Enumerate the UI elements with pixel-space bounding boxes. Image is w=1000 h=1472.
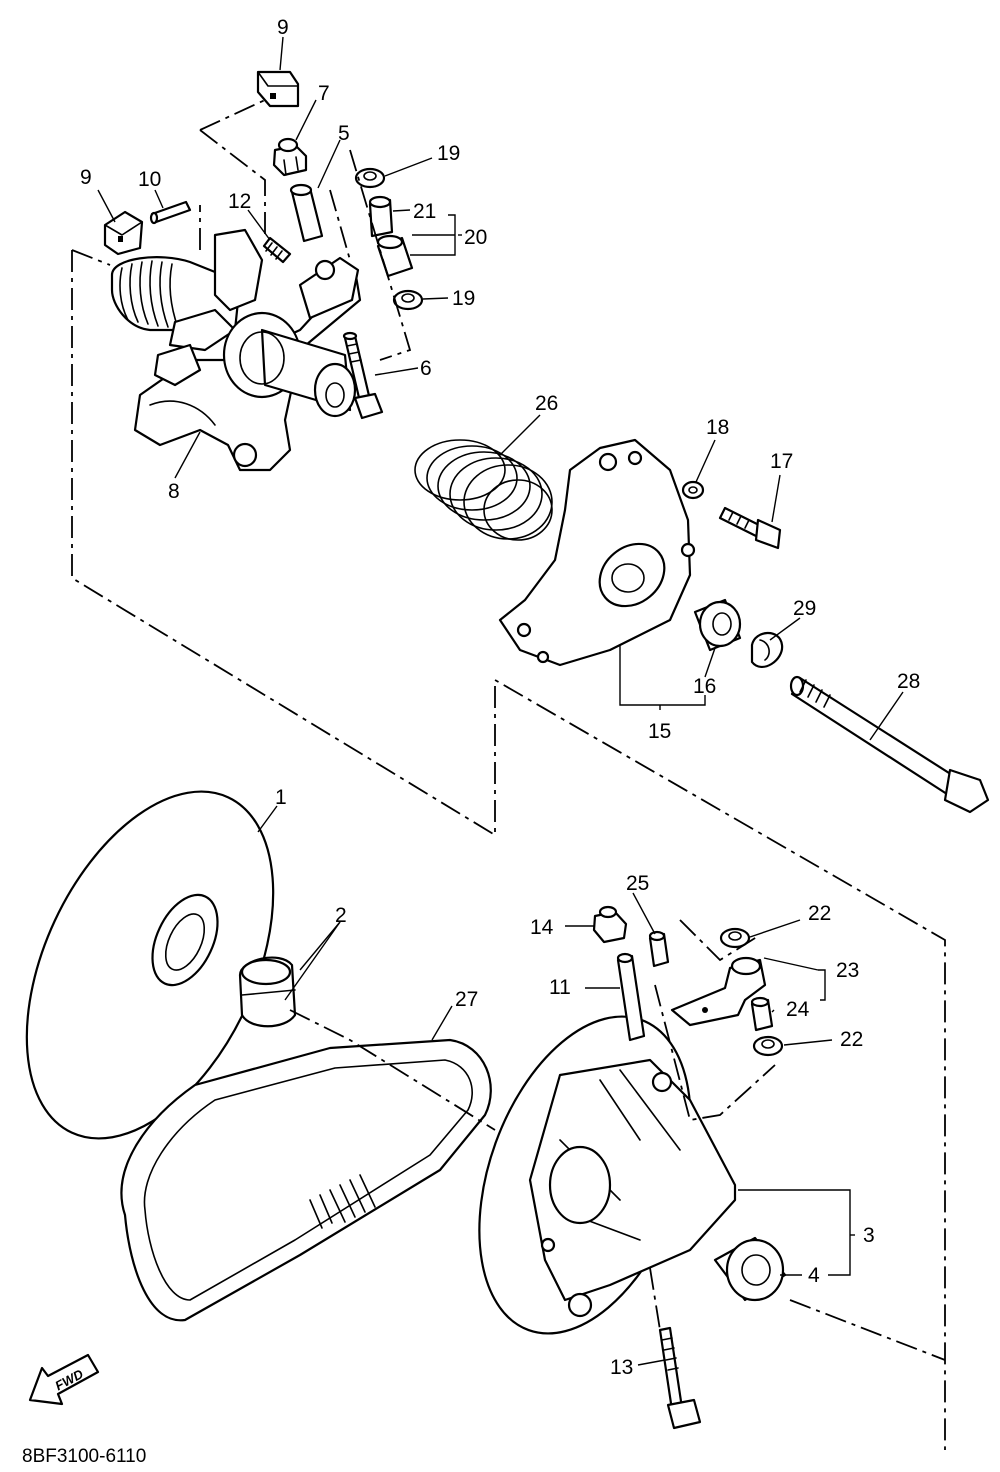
callout-3: 3 xyxy=(863,1224,875,1247)
callout-25: 25 xyxy=(626,872,649,895)
callout-1: 1 xyxy=(275,786,287,809)
part-25-pin xyxy=(648,930,670,968)
callout-6: 6 xyxy=(420,357,432,380)
part-17-bolt xyxy=(718,506,782,550)
callout-9-top: 9 xyxy=(277,16,289,39)
drawing-code: 8BF3100-6110 xyxy=(22,1446,146,1467)
part-13-bolt xyxy=(658,1326,702,1430)
callout-26: 26 xyxy=(535,392,558,415)
part-29-clip xyxy=(750,631,784,669)
callout-29: 29 xyxy=(793,597,816,620)
callout-labels: 9 7 5 19 9 10 12 21 20 19 6 26 18 17 8 2… xyxy=(80,16,920,1379)
callout-2: 2 xyxy=(335,904,347,927)
part-22-washer-lower xyxy=(752,1035,784,1057)
part-19-washer-lower xyxy=(392,289,424,311)
part-15-spider-cover xyxy=(498,438,696,667)
part-14-nut xyxy=(592,905,628,944)
callout-11: 11 xyxy=(549,976,571,999)
callout-24: 24 xyxy=(786,998,810,1021)
callout-19-upper: 19 xyxy=(437,142,460,165)
callout-7: 7 xyxy=(318,82,330,105)
part-5-collar xyxy=(289,183,324,243)
callout-23: 23 xyxy=(836,959,859,982)
part-1-fixed-sheave xyxy=(25,790,275,1140)
part-20-roller xyxy=(376,234,414,278)
part-7-nut xyxy=(272,137,308,177)
part-9-weight-block-top xyxy=(256,70,300,108)
callout-12: 12 xyxy=(228,190,251,213)
part-6-bolt xyxy=(342,331,384,420)
part-16-bushing xyxy=(693,598,742,652)
part-2-collar xyxy=(238,956,297,1028)
part-11-collar xyxy=(616,952,646,1042)
callout-14: 14 xyxy=(530,916,554,939)
callout-20: 20 xyxy=(464,226,487,249)
callout-18: 18 xyxy=(706,416,729,439)
callout-5: 5 xyxy=(338,122,350,145)
part-22-washer-upper xyxy=(719,927,751,949)
callout-22-lower: 22 xyxy=(840,1028,863,1051)
part-8-sheave-hub xyxy=(110,228,362,472)
part-26-spring xyxy=(414,439,553,541)
part-24-bushing xyxy=(750,996,774,1032)
forward-direction-arrow: FWD xyxy=(28,1353,100,1406)
part-28-long-bolt xyxy=(789,675,990,814)
callout-17: 17 xyxy=(770,450,793,473)
callout-16: 16 xyxy=(693,675,716,698)
assembly-outline xyxy=(71,249,946,1450)
callout-10: 10 xyxy=(138,168,161,191)
part-19-washer-upper xyxy=(354,167,386,189)
callout-9-left: 9 xyxy=(80,166,92,189)
part-10-pin xyxy=(149,200,192,225)
part-3-movable-sheave xyxy=(478,1015,737,1335)
callout-13: 13 xyxy=(610,1356,633,1379)
part-21-bushing xyxy=(368,195,394,238)
callout-28: 28 xyxy=(897,670,920,693)
part-27-drive-belt xyxy=(120,1038,492,1322)
callout-8: 8 xyxy=(168,480,180,503)
callout-22-upper: 22 xyxy=(808,902,831,925)
callout-15: 15 xyxy=(648,720,671,743)
callout-4: 4 xyxy=(808,1264,820,1287)
part-12-set-screw xyxy=(262,236,292,264)
callout-21: 21 xyxy=(413,200,436,223)
leader-lines xyxy=(97,36,904,1366)
callout-27: 27 xyxy=(455,988,478,1011)
part-4-bushing xyxy=(713,1236,787,1302)
part-18-washer xyxy=(681,480,705,500)
part-23-arm xyxy=(670,956,767,1027)
part-9-weight-block-left xyxy=(103,210,144,256)
callout-19-lower: 19 xyxy=(452,287,475,310)
